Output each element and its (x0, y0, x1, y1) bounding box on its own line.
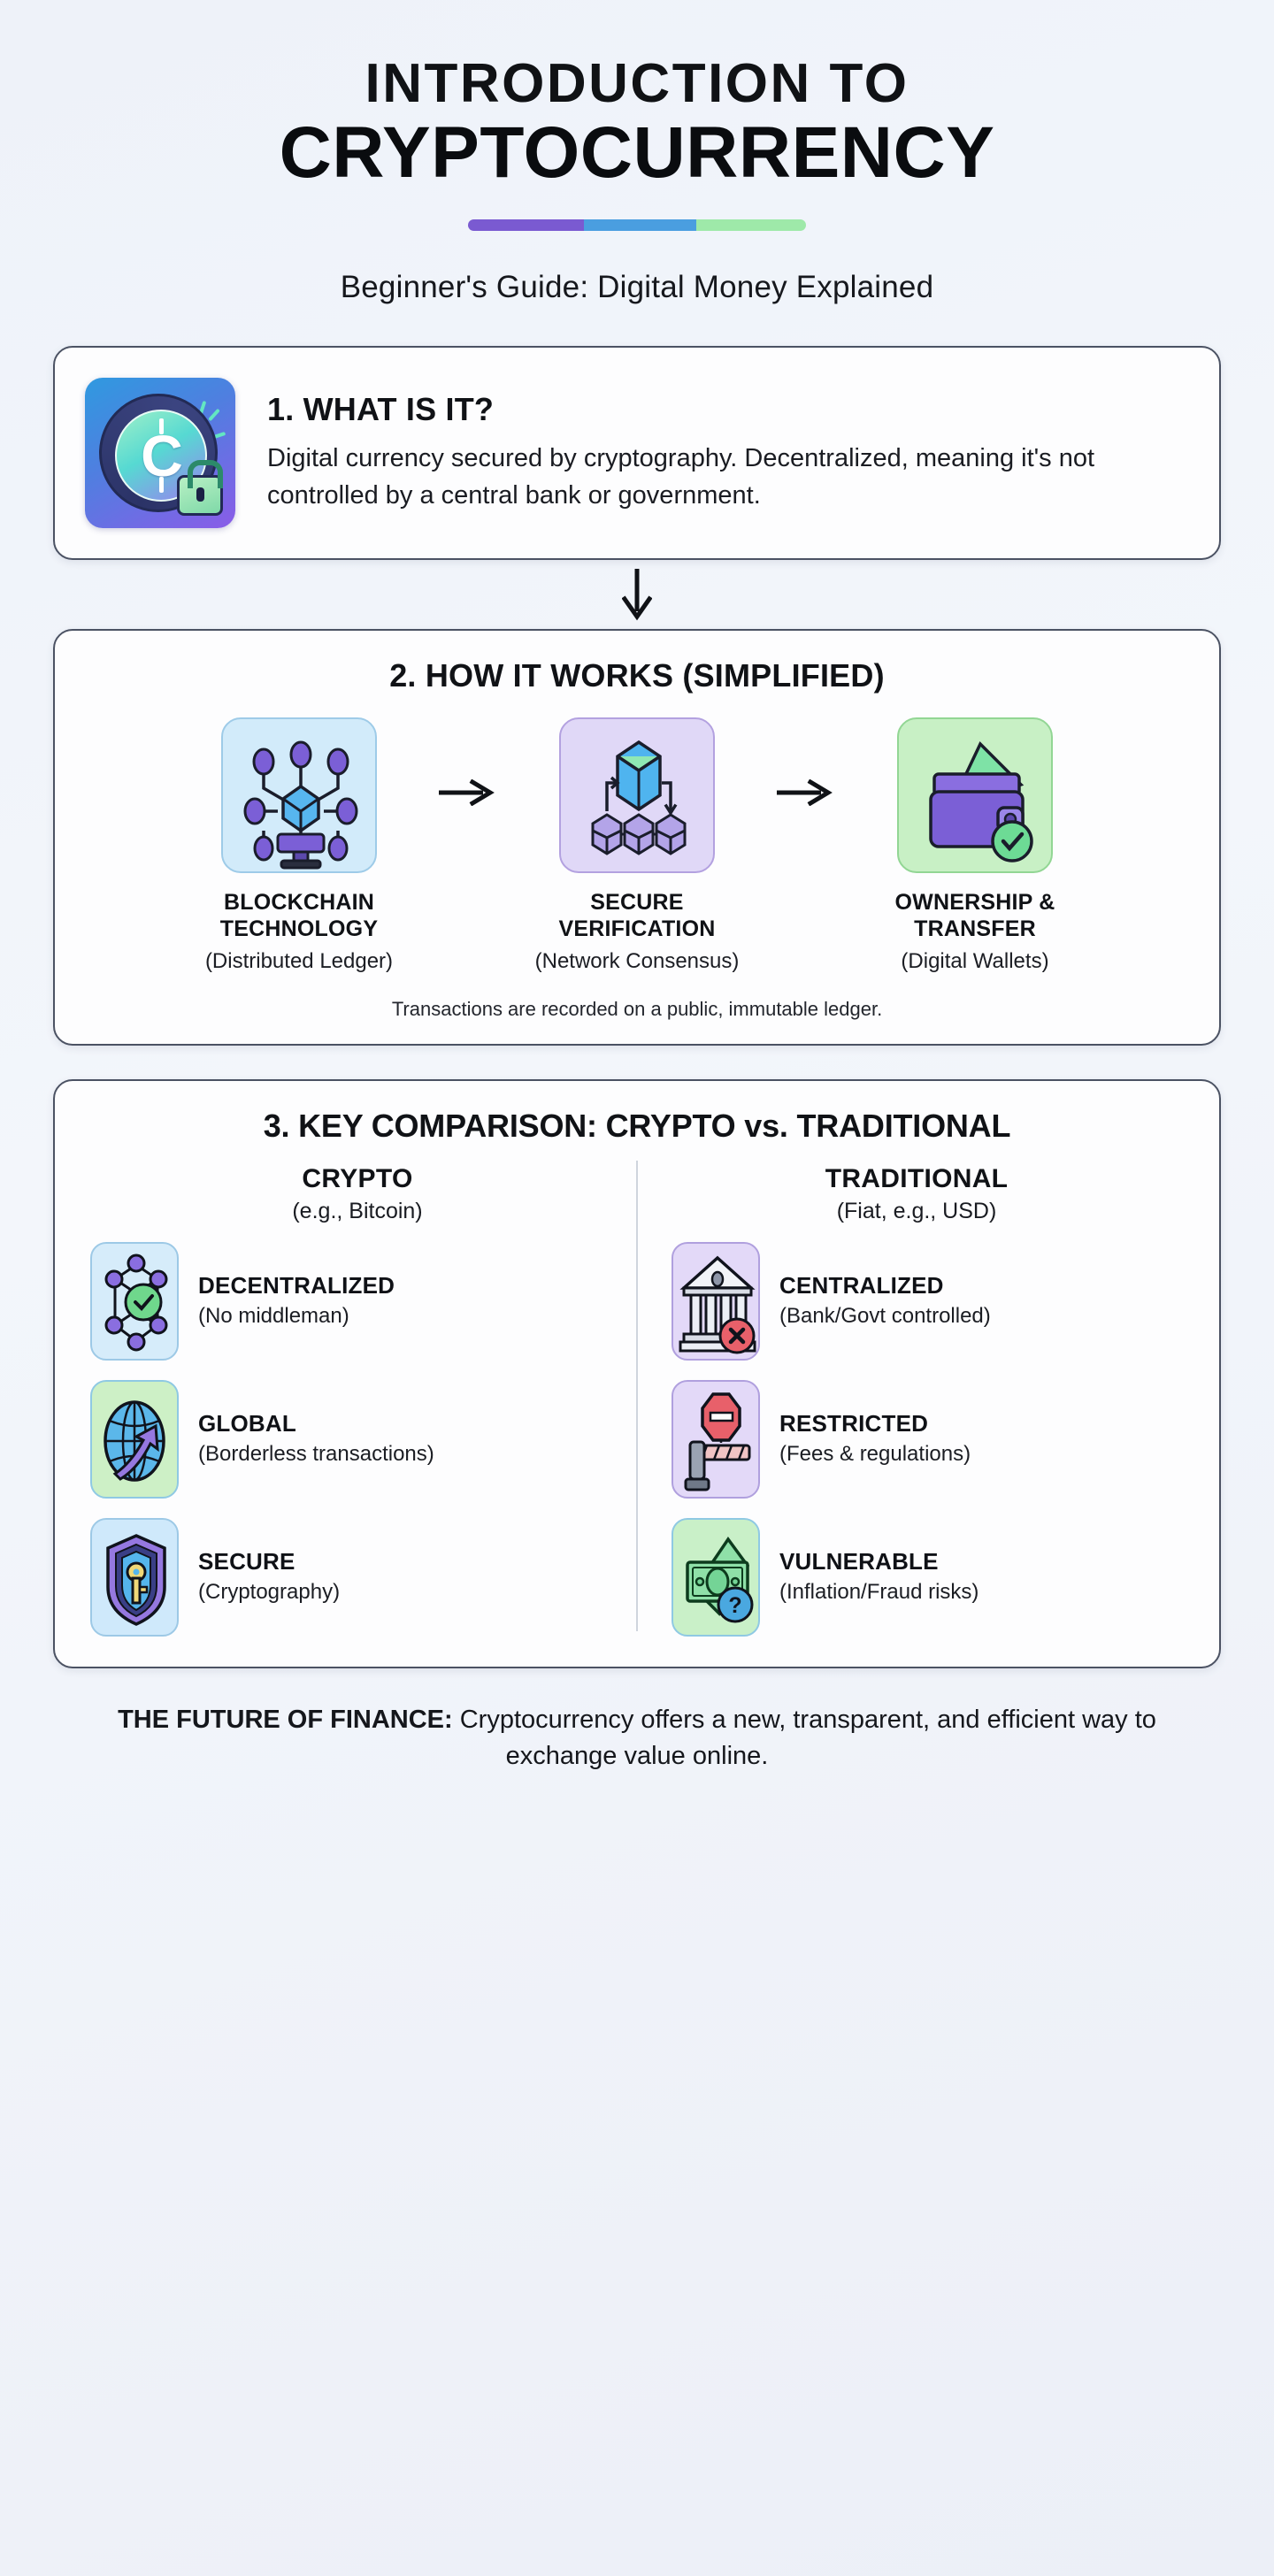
step-wallet: OWNERSHIP & TRANSFER (Digital Wallets) (847, 717, 1103, 975)
comparison-row: RESTRICTED (Fees & regulations) (672, 1379, 1193, 1499)
step2-title-line1: SECURE (590, 889, 684, 915)
block-verification-icon (559, 717, 715, 873)
comparison-row: CENTRALIZED (Bank/Govt controlled) (672, 1241, 1193, 1361)
crypto-row2-note: (Borderless transactions) (198, 1442, 434, 1467)
footer-lead: THE FUTURE OF FINANCE: (118, 1705, 453, 1734)
traditional-row3-label: VULNERABLE (779, 1548, 939, 1576)
traditional-row1-label: CENTRALIZED (779, 1272, 944, 1300)
banknote-question-icon: ? (672, 1517, 760, 1637)
accent-divider (468, 218, 806, 231)
crypto-row1-label: DECENTRALIZED (198, 1272, 395, 1300)
crypto-coin-lock-icon: C (85, 377, 235, 528)
page-title-line2: CRYPTOCURRENCY (279, 112, 995, 194)
digital-wallet-icon (897, 717, 1053, 873)
accent-segment-green (695, 218, 806, 231)
step-arrow-1 (427, 717, 509, 806)
section3-heading: 3. KEY COMPARISON: CRYPTO vs. TRADITIONA… (263, 1107, 1011, 1144)
section-how-it-works: 2. HOW IT WORKS (SIMPLIFIED) (53, 628, 1221, 1046)
step1-title-line1: BLOCKCHAIN (223, 889, 375, 915)
comparison-column-headers: CRYPTO (e.g., Bitcoin) TRADITIONAL (Fiat… (78, 1164, 1196, 1224)
step-verification: SECURE VERIFICATION (Network Consensus) (509, 717, 765, 975)
step1-title-line2: TECHNOLOGY (219, 916, 379, 942)
comparison-row: DECENTRALIZED (No middleman) (90, 1241, 611, 1361)
arrow-right-icon (439, 778, 495, 806)
step2-title-line2: VERIFICATION (558, 916, 716, 942)
crypto-row3-note: (Cryptography) (198, 1580, 341, 1605)
footer-statement: THE FUTURE OF FINANCE: Cryptocurrency of… (53, 1702, 1221, 1775)
traditional-row2-note: (Fees & regulations) (779, 1442, 971, 1467)
bank-x-icon (672, 1241, 760, 1361)
accent-segment-purple (468, 218, 584, 231)
crypto-column: DECENTRALIZED (No middleman) (78, 1241, 641, 1637)
traditional-row3-note: (Inflation/Fraud risks) (779, 1580, 979, 1605)
network-check-icon (90, 1241, 179, 1361)
shield-key-icon (90, 1517, 179, 1637)
page-title-line1: INTRODUCTION TO (365, 53, 909, 114)
crypto-row1-note: (No middleman) (198, 1304, 349, 1329)
traditional-column-subtitle: (Fiat, e.g., USD) (836, 1198, 997, 1223)
section1-text: 1. WHAT IS IT? Digital currency secured … (267, 391, 1184, 513)
comparison-text: VULNERABLE (Inflation/Fraud risks) (779, 1548, 1193, 1606)
traditional-row1-note: (Bank/Govt controlled) (779, 1304, 991, 1329)
comparison-text: CENTRALIZED (Bank/Govt controlled) (779, 1272, 1193, 1330)
traditional-column-title: TRADITIONAL (825, 1163, 1009, 1193)
column-header-crypto: CRYPTO (e.g., Bitcoin) (78, 1164, 637, 1224)
lock-icon (177, 459, 223, 516)
step3-subtitle: (Digital Wallets) (901, 948, 1049, 973)
comparison-divider (636, 1160, 638, 1631)
arrow-right-icon (777, 778, 833, 806)
comparison-row: SECURE (Cryptography) (90, 1517, 611, 1637)
comparison-text: SECURE (Cryptography) (198, 1548, 611, 1606)
coin-face: C (115, 409, 207, 502)
section1-body: Digital currency secured by cryptography… (267, 444, 1095, 510)
step1-subtitle: (Distributed Ledger) (204, 948, 394, 973)
step-blockchain: BLOCKCHAIN TECHNOLOGY (Distributed Ledge… (171, 717, 427, 975)
arrow-down-icon (622, 568, 652, 621)
comparison-row: GLOBAL (Borderless transactions) (90, 1379, 611, 1499)
svg-text:?: ? (728, 1593, 741, 1618)
crypto-column-subtitle: (e.g., Bitcoin) (292, 1198, 423, 1223)
blockchain-network-icon (221, 717, 377, 873)
step3-title-line1: OWNERSHIP & (894, 889, 1055, 915)
column-header-traditional: TRADITIONAL (Fiat, e.g., USD) (637, 1164, 1196, 1224)
traditional-row2-label: RESTRICTED (779, 1410, 929, 1438)
sparkle-icon (208, 408, 220, 421)
step3-title-line2: TRANSFER (914, 916, 1036, 942)
comparison-row: ? VULNERABLE (Inflation/Fraud risks) (672, 1517, 1193, 1637)
step2-title: SECURE VERIFICATION (509, 889, 765, 943)
comparison-body: DECENTRALIZED (No middleman) (78, 1160, 1196, 1637)
comparison-text: RESTRICTED (Fees & regulations) (779, 1410, 1193, 1468)
step3-title: OWNERSHIP & TRANSFER (847, 889, 1103, 943)
page-subtitle: Beginner's Guide: Digital Money Explaine… (340, 269, 934, 304)
step-arrow-2 (765, 717, 847, 806)
section-what-is-it: C 1. WHAT IS IT? Digital currency secure… (53, 345, 1221, 560)
crypto-row3-label: SECURE (198, 1548, 295, 1576)
crypto-row2-label: GLOBAL (198, 1410, 296, 1438)
comparison-text: GLOBAL (Borderless transactions) (198, 1410, 611, 1468)
section2-heading: 2. HOW IT WORKS (SIMPLIFIED) (389, 656, 885, 694)
footer-body: Cryptocurrency offers a new, transparent… (452, 1705, 1156, 1770)
comparison-text: DECENTRALIZED (No middleman) (198, 1272, 611, 1330)
coin-currency-symbol: C (141, 422, 183, 488)
flow-arrow-down (53, 560, 1221, 629)
coin-outer-ring: C (99, 393, 218, 512)
section-key-comparison: 3. KEY COMPARISON: CRYPTO vs. TRADITIONA… (53, 1078, 1221, 1668)
crypto-column-title: CRYPTO (302, 1163, 413, 1193)
coin-symbol-stem-bottom (158, 476, 164, 493)
globe-arrow-icon (90, 1379, 179, 1499)
step2-subtitle: (Network Consensus) (534, 948, 740, 973)
accent-segment-blue (583, 218, 696, 231)
section1-heading: 1. WHAT IS IT? (267, 391, 495, 428)
coin-symbol-stem-top (158, 418, 164, 434)
step1-title: BLOCKCHAIN TECHNOLOGY (171, 889, 427, 943)
header: INTRODUCTION TO CRYPTOCURRENCY Beginner'… (53, 0, 1221, 305)
steps-row: BLOCKCHAIN TECHNOLOGY (Distributed Ledge… (81, 717, 1193, 975)
barrier-stop-icon (672, 1379, 760, 1499)
section2-note: Transactions are recorded on a public, i… (391, 997, 883, 1020)
traditional-column: CENTRALIZED (Bank/Govt controlled) (641, 1241, 1196, 1637)
